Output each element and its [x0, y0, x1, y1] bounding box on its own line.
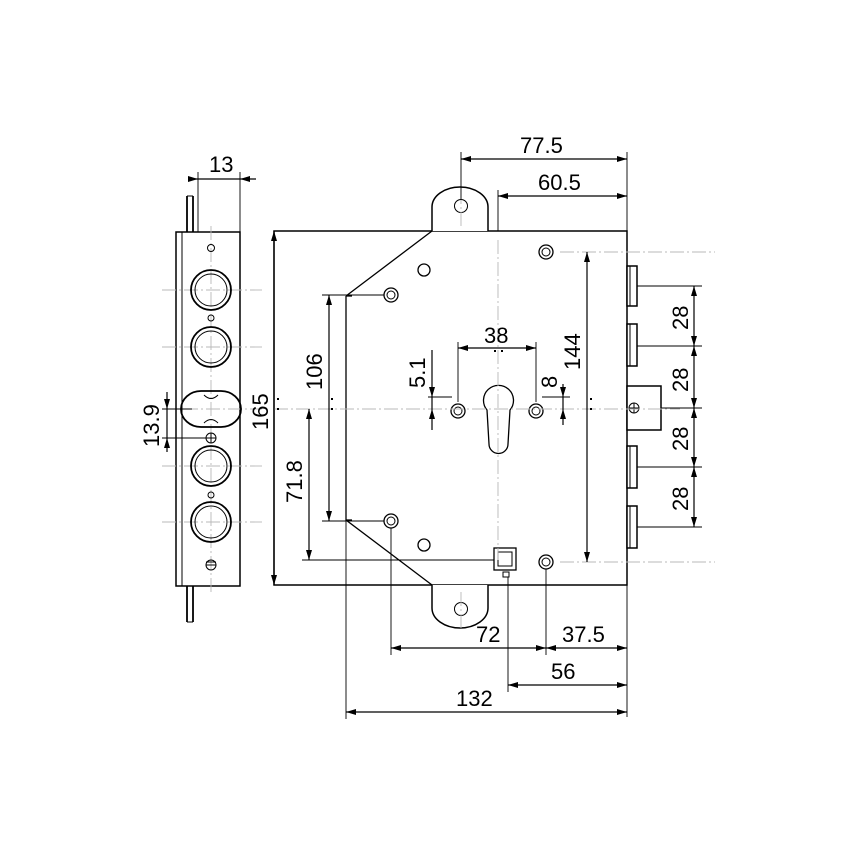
dim-label-28-b: 28: [668, 368, 693, 392]
dim-label-165: 165: [248, 393, 273, 430]
dim-label-71-8: 71.8: [282, 460, 307, 503]
dimension-5-1: 5.1: [405, 350, 452, 430]
cylinder-cutout: [482, 384, 515, 455]
dimension-56: 56: [507, 577, 627, 692]
dim-label-144: 144: [560, 333, 585, 370]
dim-label-56: 56: [551, 659, 575, 684]
lock-case-front-view: [273, 186, 715, 630]
side-bolts: [626, 265, 662, 549]
center-marks: [277, 350, 592, 410]
dim-label-37-5: 37.5: [562, 622, 605, 647]
dim-label-28-a: 28: [668, 306, 693, 330]
dim-label-8: 8: [537, 376, 562, 388]
dim-label-5-1: 5.1: [405, 357, 430, 388]
dimension-8: 8: [537, 376, 570, 425]
dim-label-60-5: 60.5: [538, 170, 581, 195]
dimension-bolt-pitch: 28 28 28 28: [637, 285, 702, 528]
dimension-106: 106: [302, 294, 384, 522]
dim-label-38: 38: [484, 323, 508, 348]
dimension-37-5: 37.5: [546, 585, 628, 717]
screw-hole: [207, 491, 215, 499]
spindle-square: [493, 547, 517, 571]
top-mounting-tab: [431, 186, 489, 231]
dimension-60-5: 60.5: [497, 170, 627, 231]
dim-label-72: 72: [476, 622, 500, 647]
dim-label-77-5: 77.5: [520, 133, 563, 158]
screw-hole: [207, 244, 215, 252]
cylinder-fixing-hole: [528, 403, 544, 419]
latch-bolt: [180, 390, 242, 428]
fixing-hole: [417, 263, 431, 277]
dim-label-13: 13: [209, 152, 233, 177]
dim-label-28-d: 28: [668, 487, 693, 511]
bolt-head: [190, 269, 232, 311]
dim-label-28-c: 28: [668, 427, 693, 451]
lock-case-outline: [273, 230, 628, 586]
dimension-13-9: 13.9: [139, 392, 206, 452]
dimension-38: 38: [457, 323, 537, 402]
dimension-144: 144: [560, 252, 590, 562]
dimension-132: 132: [345, 520, 627, 719]
dimension-13: 13: [188, 152, 256, 232]
dim-label-106: 106: [302, 353, 327, 390]
dimension-71-8: 71.8: [282, 409, 494, 561]
bolt-head: [190, 445, 232, 487]
bottom-mounting-tab: [431, 585, 489, 629]
dimension-165: 165: [248, 231, 277, 585]
bolt-head: [190, 326, 232, 368]
fixing-hole: [538, 244, 554, 260]
dim-label-13-9: 13.9: [139, 404, 164, 447]
screw-hole: [207, 314, 215, 322]
dim-label-132: 132: [456, 686, 493, 711]
cylinder-fixing-hole: [450, 403, 466, 419]
bolt-head: [190, 501, 232, 543]
fixing-hole: [417, 538, 431, 552]
dimension-77-5: 77.5: [460, 133, 628, 231]
dimension-72: 72: [390, 528, 547, 655]
